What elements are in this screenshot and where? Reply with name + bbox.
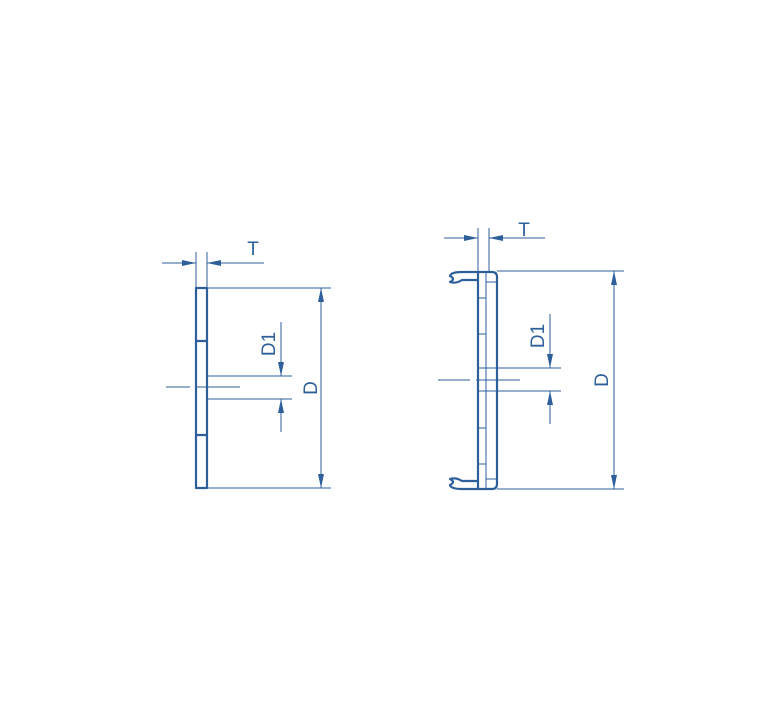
left-outer-arrow-bottom (318, 474, 324, 488)
right-thickness-arrow-b (489, 235, 503, 241)
right-cap-hook-bottom (448, 477, 480, 491)
right-bore-arrow-bottom (547, 391, 553, 405)
right-thickness-label: T (518, 220, 530, 241)
right-thickness-arrow-a (464, 235, 478, 241)
left-plate-outline (194, 286, 209, 490)
right-outer-arrow-top (611, 271, 617, 285)
left-outer-label: D (301, 381, 322, 395)
right-outer-arrow-bottom (611, 475, 617, 489)
right-outer-label: D (592, 373, 613, 387)
right-bore-arrow-top (547, 354, 553, 368)
left-view: T D D1 (162, 239, 331, 490)
left-bore-arrow-bottom (278, 399, 284, 413)
left-bore-label: D1 (259, 332, 280, 356)
left-bore-arrow-top (278, 362, 284, 376)
right-cap-hook-top (448, 270, 480, 284)
right-bore-label: D1 (528, 324, 549, 348)
right-cap-outline (476, 270, 499, 491)
left-thickness-arrow-b (207, 260, 221, 266)
left-thickness-label: T (247, 239, 259, 260)
left-thickness-arrow-a (182, 260, 196, 266)
right-view: T D D1 (438, 220, 624, 491)
left-outer-arrow-top (318, 288, 324, 302)
